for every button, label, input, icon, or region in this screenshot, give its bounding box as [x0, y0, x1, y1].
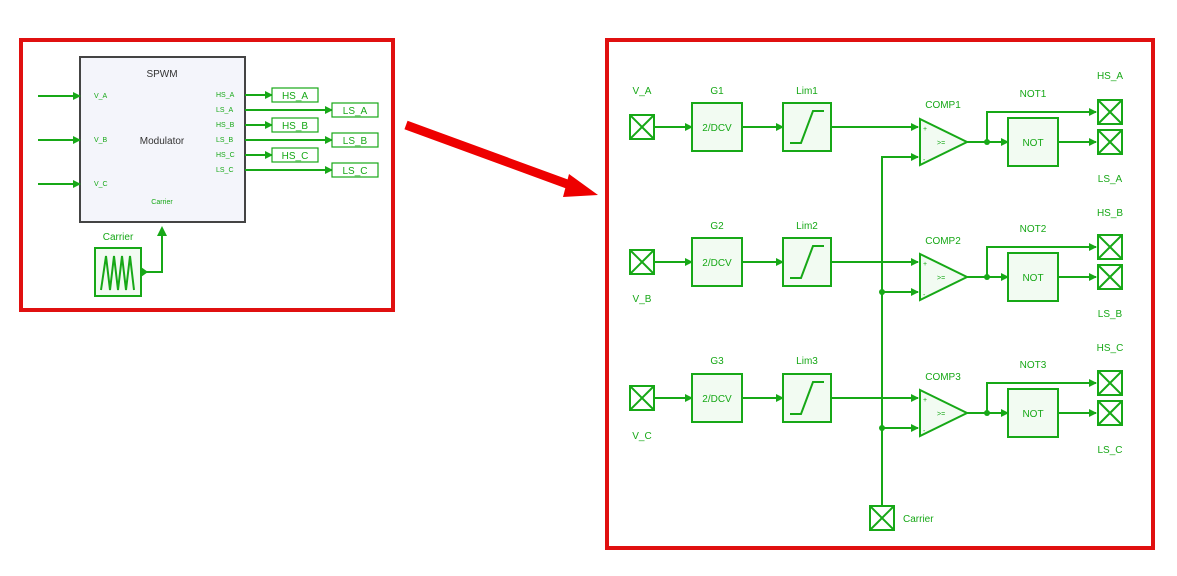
svg-text:NOT: NOT [1022, 138, 1043, 149]
left-output-port-hsa: HS_A [216, 92, 235, 99]
phase-c-input-label: V_C [632, 431, 651, 442]
phase-b-comparator-label: COMP2 [925, 236, 961, 247]
phase-c-gain-label: G3 [710, 356, 724, 367]
phase-b-input-label: V_B [633, 294, 652, 305]
svg-text:NOT: NOT [1022, 409, 1043, 420]
left-panel-frame [19, 38, 395, 312]
phase-c-gain-block[interactable]: 2/DCV [691, 373, 743, 423]
module-subtitle: Modulator [140, 136, 185, 147]
phase-a-input-label: V_A [633, 86, 652, 97]
phase-a-limiter-block[interactable] [782, 102, 832, 152]
left-input-label-vc: V_C [94, 181, 108, 188]
left-output-port-lsb: LS_B [216, 137, 233, 144]
phase-c-comparator[interactable]: + - >= [919, 388, 970, 438]
phase-b-comparator[interactable]: + - >= [919, 252, 970, 302]
phase-c-not-label: NOT3 [1020, 360, 1047, 371]
phase-b-not-label: NOT2 [1020, 224, 1047, 235]
phase-b-limiter-block[interactable] [782, 237, 832, 287]
left-carrier-label: Carrier [103, 232, 134, 243]
phase-b-input-port[interactable] [629, 249, 655, 275]
svg-text:>=: >= [937, 140, 945, 147]
phase-a-input-port[interactable] [629, 114, 655, 140]
phase-b-output-wires [967, 243, 1097, 281]
phase-c-ls-port[interactable] [1097, 400, 1123, 426]
svg-text:-: - [923, 428, 926, 435]
phase-a-not-gate[interactable]: NOT [1007, 117, 1059, 167]
phase-b-hs-port[interactable] [1097, 234, 1123, 260]
left-output-wires [245, 91, 333, 174]
phase-c-comparator-label: COMP3 [925, 372, 961, 383]
phase-a-not-label: NOT1 [1020, 89, 1047, 100]
module-title: SPWM [146, 69, 177, 80]
phase-b-ls-port[interactable] [1097, 264, 1123, 290]
svg-text:LS_B: LS_B [343, 136, 368, 147]
phase-c-output-wires [967, 379, 1097, 417]
carrier-input-port[interactable] [869, 505, 895, 531]
phase-c-hs-port[interactable] [1097, 370, 1123, 396]
phase-c-ls-label: LS_C [1097, 445, 1122, 456]
phase-a-ls-port[interactable] [1097, 129, 1123, 155]
carrier-bus [879, 156, 918, 505]
zoom-arrow [404, 120, 598, 197]
carrier-source-block[interactable] [94, 247, 142, 297]
output-tag-lsa[interactable]: LS_A [331, 102, 379, 118]
phase-b-hs-label: HS_B [1097, 208, 1123, 219]
left-output-port-hsb: HS_B [216, 122, 235, 129]
svg-text:HS_C: HS_C [282, 151, 309, 162]
phase-a-comparator-label: COMP1 [925, 100, 961, 111]
output-tag-hsa[interactable]: HS_A [271, 87, 319, 103]
phase-a-limiter-label: Lim1 [796, 86, 818, 97]
svg-text:HS_A: HS_A [282, 91, 308, 102]
phase-c-limiter-label: Lim3 [796, 356, 818, 367]
phase-a-ls-label: LS_A [1098, 174, 1123, 185]
svg-text:LS_C: LS_C [342, 166, 367, 177]
svg-text:2/DCV: 2/DCV [702, 258, 732, 269]
phase-a-comparator[interactable]: + - >= [919, 117, 970, 167]
left-input-label-vb: V_B [94, 137, 108, 144]
svg-text:HS_B: HS_B [282, 121, 308, 132]
svg-text:LS_A: LS_A [343, 106, 368, 117]
right-carrier-label: Carrier [903, 514, 934, 525]
carrier-wire [141, 226, 167, 277]
left-input-wires [38, 92, 81, 188]
left-output-port-hsc: HS_C [216, 152, 235, 159]
phase-a-hs-label: HS_A [1097, 71, 1123, 82]
svg-text:>=: >= [937, 275, 945, 282]
phase-c-not-gate[interactable]: NOT [1007, 388, 1059, 438]
svg-text:>=: >= [937, 411, 945, 418]
phase-b-limiter-label: Lim2 [796, 221, 818, 232]
phase-b-gain-block[interactable]: 2/DCV [691, 237, 743, 287]
phase-c-hs-label: HS_C [1097, 343, 1124, 354]
phase-c-input-port[interactable] [629, 385, 655, 411]
left-output-port-lsa: LS_A [216, 107, 233, 114]
left-input-label-va: V_A [94, 93, 108, 100]
svg-text:-: - [923, 157, 926, 164]
output-tag-lsc[interactable]: LS_C [331, 162, 379, 178]
svg-text:+: + [923, 397, 927, 404]
output-tag-hsc[interactable]: HS_C [271, 147, 319, 163]
svg-text:2/DCV: 2/DCV [702, 123, 732, 134]
phase-b-not-gate[interactable]: NOT [1007, 252, 1059, 302]
svg-text:-: - [923, 292, 926, 299]
phase-b-ls-label: LS_B [1098, 309, 1123, 320]
spwm-modulator-block[interactable]: SPWM Modulator Carrier [79, 56, 246, 223]
phase-a-output-wires [967, 108, 1097, 146]
svg-text:NOT: NOT [1022, 273, 1043, 284]
svg-text:+: + [923, 261, 927, 268]
left-output-port-lsc: LS_C [216, 167, 234, 174]
output-tag-lsb[interactable]: LS_B [331, 132, 379, 148]
phase-b-gain-label: G2 [710, 221, 724, 232]
right-panel-frame [605, 38, 1155, 550]
svg-text:2/DCV: 2/DCV [702, 394, 732, 405]
phase-a-hs-port[interactable] [1097, 99, 1123, 125]
phase-c-limiter-block[interactable] [782, 373, 832, 423]
phase-a-gain-block[interactable]: 2/DCV [691, 102, 743, 152]
phase-a-gain-label: G1 [710, 86, 724, 97]
output-tag-hsb[interactable]: HS_B [271, 117, 319, 133]
module-carrier-port: Carrier [151, 199, 173, 206]
svg-text:+: + [923, 126, 927, 133]
